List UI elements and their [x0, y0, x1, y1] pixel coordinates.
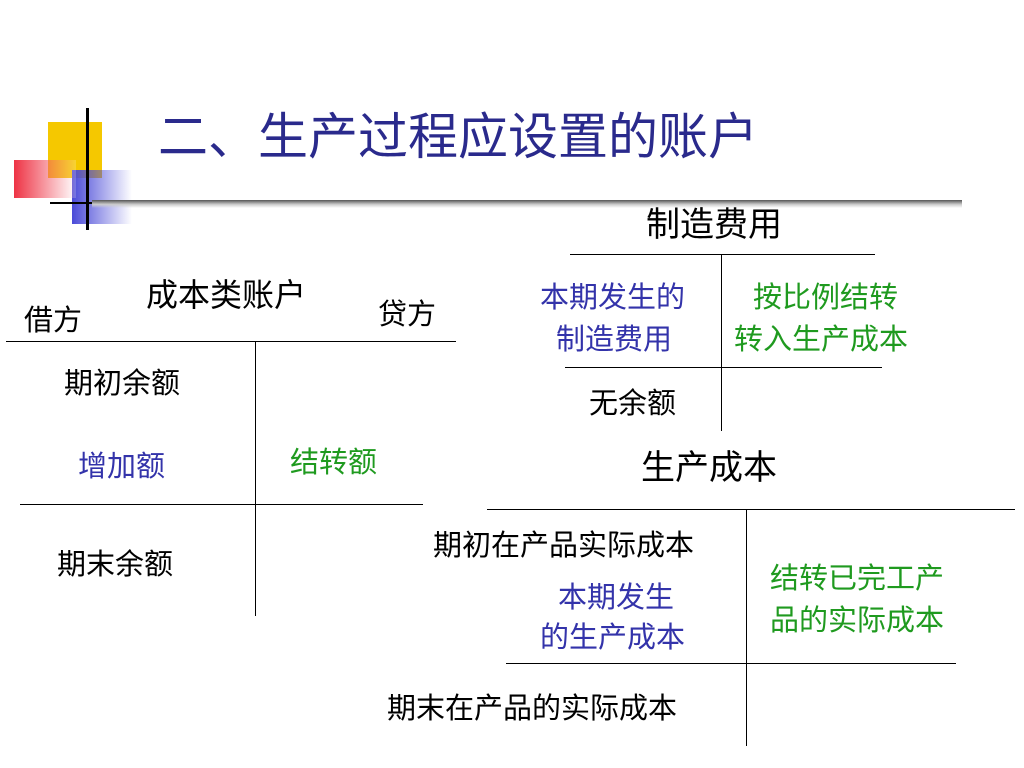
production-top-line: [487, 509, 1015, 510]
production-divider: [746, 510, 747, 746]
production-balance-line: [506, 663, 956, 664]
increase-amount: 增加额: [78, 449, 166, 483]
page-title: 二、生产过程应设置的账户: [158, 108, 758, 166]
overhead-credit-line1: 按比例结转: [753, 280, 899, 314]
overhead-divider: [721, 255, 722, 431]
transfer-amount: 结转额: [290, 445, 378, 479]
cost-account-top-line: [6, 341, 456, 342]
decorative-vertical-line: [86, 108, 89, 230]
production-debit-line2: 的生产成本: [540, 620, 686, 654]
overhead-credit-line2: 转入生产成本: [734, 322, 909, 356]
closing-balance: 期末余额: [57, 547, 174, 581]
decorative-red-square: [14, 160, 76, 198]
production-cost-title: 生产成本: [641, 448, 777, 488]
decorative-horizontal-line: [50, 202, 130, 204]
production-closing: 期末在产品的实际成本: [387, 691, 678, 725]
title-underline-rule: [92, 200, 962, 208]
credit-side-label: 贷方: [378, 297, 437, 331]
debit-side-label: 借方: [24, 303, 83, 337]
production-debit-line1: 本期发生: [558, 580, 675, 614]
production-credit-line2: 品的实际成本: [770, 603, 945, 637]
cost-account-title: 成本类账户: [146, 276, 307, 314]
overhead-top-line: [570, 254, 875, 255]
manufacturing-overhead-title: 制造费用: [646, 205, 782, 245]
decorative-blue-square: [72, 170, 132, 224]
opening-balance: 期初余额: [64, 366, 181, 400]
overhead-balance-line: [565, 367, 882, 368]
production-opening: 期初在产品实际成本: [433, 528, 695, 562]
overhead-debit-line2: 制造费用: [556, 322, 673, 356]
cost-account-divider: [255, 342, 256, 616]
cost-account-balance-line: [20, 504, 423, 505]
overhead-balance: 无余额: [589, 386, 677, 420]
production-credit-line1: 结转已完工产: [770, 561, 945, 595]
overhead-debit-line1: 本期发生的: [540, 280, 686, 314]
